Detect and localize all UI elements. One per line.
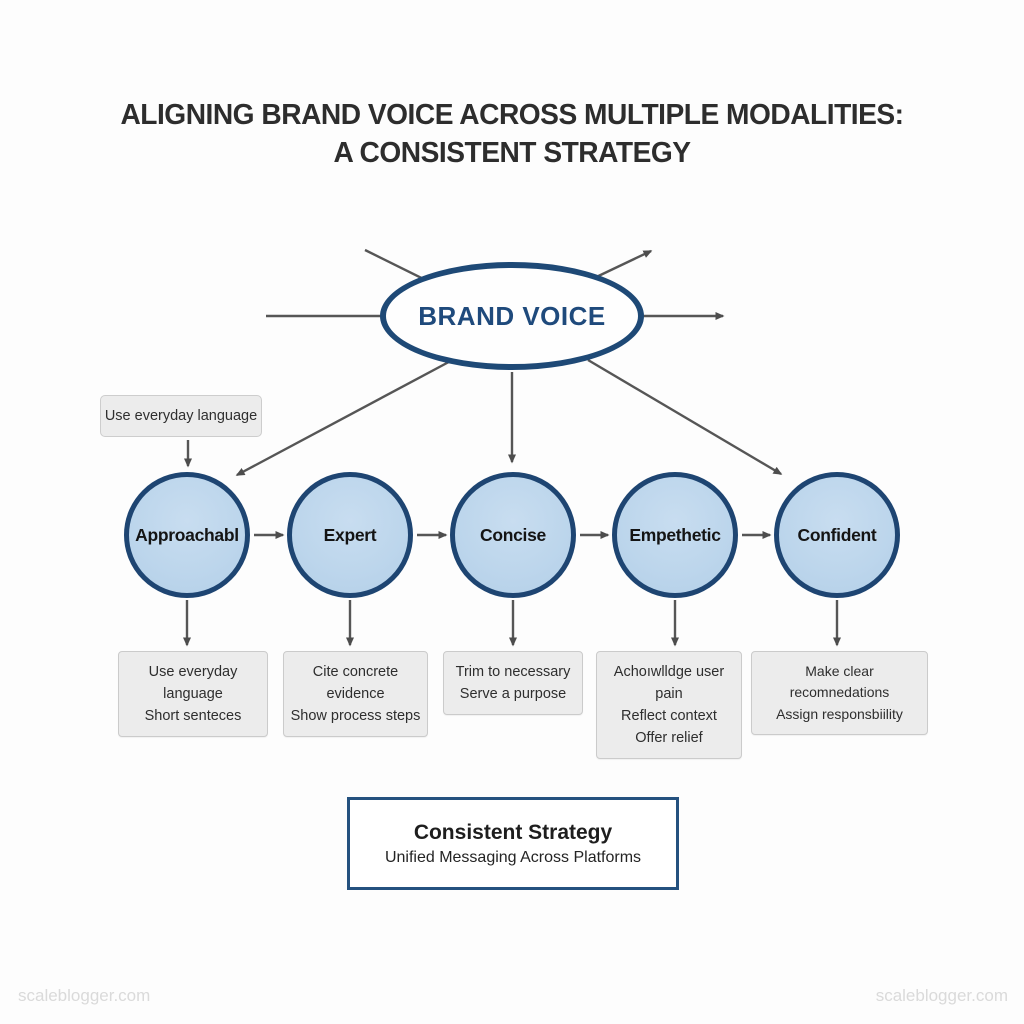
circle-approachabl: Approachabl (124, 472, 250, 598)
detail-line: Assign responsbiility (776, 705, 903, 722)
callout-box: Use everyday language (100, 395, 262, 437)
circle-expert-label: Expert (323, 524, 377, 545)
detail-line: Show process steps (290, 708, 421, 725)
consistent-strategy-box: Consistent Strategy Unified Messaging Ac… (347, 797, 679, 890)
circle-concise-label: Concise (480, 524, 546, 545)
detail-line: Short senteces (144, 708, 242, 725)
detail-box-expert: Cite concrete evidence Show process step… (283, 651, 428, 738)
circle-confident: Confident (774, 472, 900, 598)
circle-expert: Expert (287, 472, 413, 598)
watermark-left: scaleblogger.com (18, 986, 151, 1005)
detail-line: Cite concrete evidence (312, 664, 399, 703)
detail-line: Offer relief (635, 730, 703, 747)
detail-line: Achoıwlldge user pain (613, 664, 725, 703)
circle-empethetic: Empethetic (612, 472, 738, 598)
circle-confident-label: Confident (797, 524, 877, 545)
brand-voice-label: BRAND VOICE (418, 300, 606, 331)
detail-box-concise: Trim to necessary Serve a purpose (443, 651, 583, 716)
circle-approachabl-label: Approachabl (135, 524, 239, 545)
detail-box-empethetic: Achoıwlldge user pain Reflect context Of… (596, 651, 742, 760)
hub-arrow-to-confident (587, 358, 783, 476)
detail-line: Trim to necessary (455, 664, 571, 680)
page-title: ALIGNING BRAND VOICE ACROSS MULTIPLE MOD… (0, 96, 1024, 173)
strategy-title: Consistent Strategy (413, 820, 613, 844)
circle-concise: Concise (450, 472, 576, 598)
watermark-right: scaleblogger.com (875, 986, 1008, 1005)
hub-arrow-to-approachabl (235, 354, 461, 477)
detail-line: Use everyday language (148, 664, 238, 703)
detail-line: Reflect context (621, 708, 717, 725)
circle-empethetic-label: Empethetic (629, 524, 721, 545)
detail-box-confident: Make clear recomnedations Assign respons… (751, 651, 928, 735)
strategy-subtitle: Unified Messaging Across Platforms (384, 848, 642, 866)
detail-line: Make clear recomnedations (789, 663, 890, 701)
page-title-line2: A CONSISTENT STRATEGY (333, 137, 691, 170)
page-title-line1: ALIGNING BRAND VOICE ACROSS MULTIPLE MOD… (120, 99, 904, 131)
detail-line: Serve a purpose (459, 686, 567, 703)
callout-label: Use everyday language (104, 408, 258, 424)
detail-box-approachabl: Use everyday language Short senteces (118, 651, 268, 738)
brand-voice-hub: BRAND VOICE (380, 262, 644, 370)
